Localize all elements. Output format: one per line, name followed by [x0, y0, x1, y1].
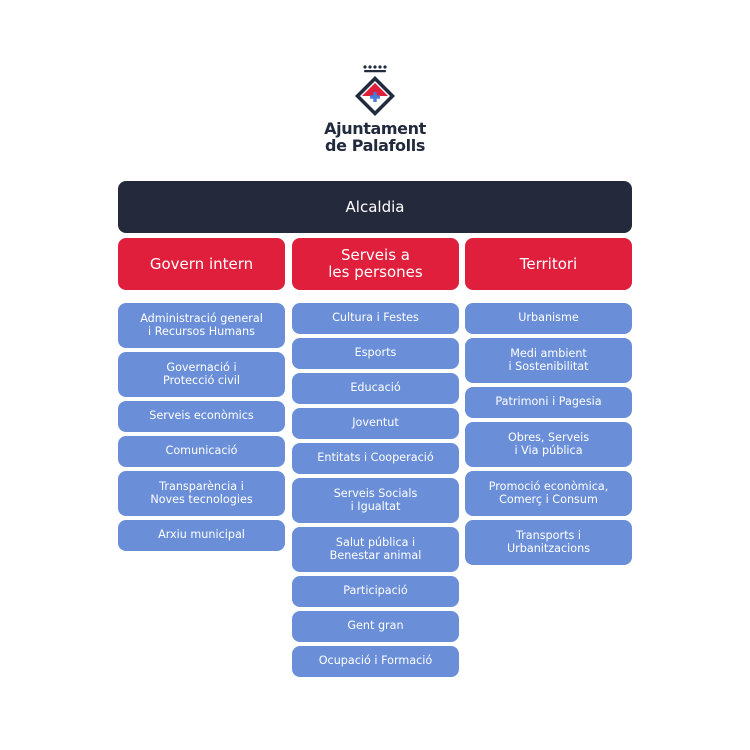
area-header: Serveis a les persones [292, 238, 459, 290]
department-label: Governació i Protecció civil [163, 361, 240, 387]
department-box: Patrimoni i Pagesia [465, 387, 632, 418]
department-box: Administració general i Recursos Humans [118, 303, 285, 348]
coat-of-arms-icon [355, 65, 395, 116]
department-box: Participació [292, 576, 459, 607]
area-header: Govern intern [118, 238, 285, 290]
department-box: Esports [292, 338, 459, 369]
department-box: Salut pública i Benestar animal [292, 527, 459, 572]
column-serveis-persones: Serveis a les persones Cultura i Festes … [292, 238, 459, 681]
department-box: Medi ambient i Sostenibilitat [465, 338, 632, 383]
department-box: Transparència i Noves tecnologies [118, 471, 285, 516]
department-box: Cultura i Festes [292, 303, 459, 334]
department-label: Promoció econòmica, Comerç i Consum [488, 480, 609, 506]
department-label: Transparència i Noves tecnologies [150, 480, 253, 506]
department-label: Patrimoni i Pagesia [495, 395, 602, 409]
department-box: Ocupació i Formació [292, 646, 459, 677]
department-box: Urbanisme [465, 303, 632, 334]
department-list: Administració general i Recursos Humans … [118, 303, 285, 551]
department-label: Salut pública i Benestar animal [329, 536, 422, 562]
department-label: Cultura i Festes [332, 311, 419, 325]
logo: Ajuntament de Palafolls [0, 64, 750, 154]
department-box: Entitats i Cooperació [292, 443, 459, 474]
department-label: Entitats i Cooperació [317, 451, 434, 465]
department-box: Transports i Urbanitzacions [465, 520, 632, 565]
department-label: Gent gran [347, 619, 404, 633]
department-label: Urbanisme [518, 311, 579, 325]
department-box: Arxiu municipal [118, 520, 285, 551]
department-label: Participació [343, 584, 408, 598]
department-box: Comunicació [118, 436, 285, 467]
department-box: Gent gran [292, 611, 459, 642]
department-box: Serveis econòmics [118, 401, 285, 432]
logo-line-2: de Palafolls [325, 136, 425, 155]
department-box: Joventut [292, 408, 459, 439]
department-label: Ocupació i Formació [318, 654, 433, 668]
department-label: Transports i Urbanitzacions [506, 529, 591, 555]
department-label: Comunicació [165, 444, 238, 458]
department-box: Educació [292, 373, 459, 404]
department-label: Serveis econòmics [149, 409, 254, 423]
department-box: Obres, Serveis i Via pública [465, 422, 632, 467]
department-list: Cultura i Festes Esports Educació Jovent… [292, 303, 459, 677]
department-list: Urbanisme Medi ambient i Sostenibilitat … [465, 303, 632, 565]
area-header: Territori [465, 238, 632, 290]
department-box: Serveis Socials i Igualtat [292, 478, 459, 523]
area-label: Territori [519, 254, 578, 273]
department-label: Obres, Serveis i Via pública [507, 431, 590, 457]
department-label: Medi ambient i Sostenibilitat [508, 347, 589, 373]
mayor-label: Alcaldia [345, 198, 405, 216]
department-label: Arxiu municipal [158, 528, 245, 542]
area-label: Serveis a les persones [328, 246, 423, 281]
area-label: Govern intern [149, 254, 254, 273]
department-label: Joventut [352, 416, 399, 430]
column-territori: Territori Urbanisme Medi ambient i Soste… [465, 238, 632, 569]
department-label: Educació [350, 381, 401, 395]
department-box: Promoció econòmica, Comerç i Consum [465, 471, 632, 516]
department-box: Governació i Protecció civil [118, 352, 285, 397]
mayor-box: Alcaldia [118, 181, 632, 233]
logo-wordmark: Ajuntament de Palafolls [0, 120, 750, 154]
logo-line-1: Ajuntament [324, 119, 426, 138]
department-label: Esports [354, 346, 397, 360]
department-label: Administració general i Recursos Humans [140, 312, 263, 338]
department-label: Serveis Socials i Igualtat [333, 487, 418, 513]
column-govern-intern: Govern intern Administració general i Re… [118, 238, 285, 555]
